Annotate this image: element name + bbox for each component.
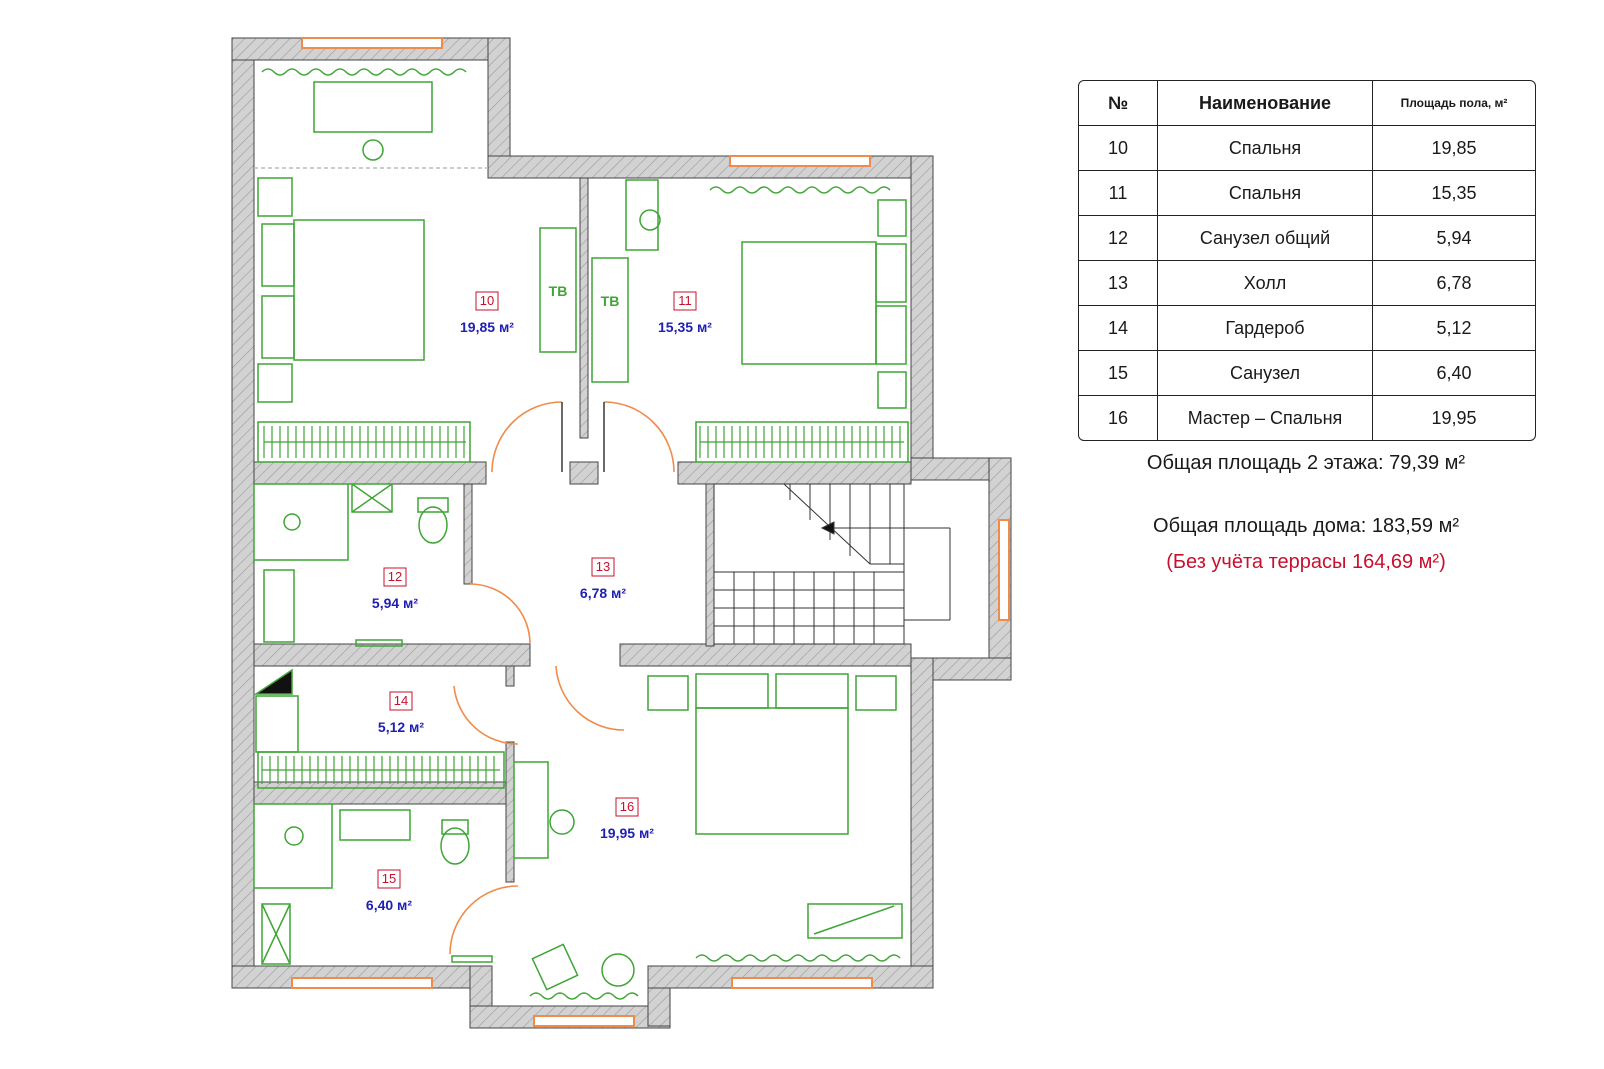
header-number: № bbox=[1079, 81, 1158, 126]
row-area: 15,35 bbox=[1372, 170, 1535, 216]
row-number: 12 bbox=[1079, 215, 1158, 261]
table-row: 14 Гардероб 5,12 bbox=[1079, 305, 1535, 351]
table-row: 16 Мастер – Спальня 19,95 bbox=[1079, 395, 1535, 440]
row-number: 14 bbox=[1079, 305, 1158, 351]
row-area: 6,78 bbox=[1372, 260, 1535, 306]
row-name: Санузел bbox=[1157, 350, 1373, 396]
table-row: 15 Санузел 6,40 bbox=[1079, 350, 1535, 396]
room-13-number: 13 bbox=[596, 559, 610, 574]
row-area: 6,40 bbox=[1372, 350, 1535, 396]
row-name: Холл bbox=[1157, 260, 1373, 306]
legend-header-row: № Наименование Площадь пола, м² bbox=[1079, 81, 1535, 126]
row-area: 19,85 bbox=[1372, 125, 1535, 171]
table-row: 13 Холл 6,78 bbox=[1079, 260, 1535, 306]
room-legend-table: № Наименование Площадь пола, м² 10 Спаль… bbox=[1078, 80, 1536, 441]
room-labels: 10 19,85 м² 11 15,35 м² 12 5,94 м² 13 6,… bbox=[366, 283, 712, 913]
room-11-number: 11 bbox=[678, 293, 692, 308]
house-total-area: Общая площадь дома: 183,59 м² bbox=[1153, 515, 1459, 537]
room-11-area: 15,35 м² bbox=[658, 319, 712, 335]
walls bbox=[231, 37, 1012, 1029]
table-row: 12 Санузел общий 5,94 bbox=[1079, 215, 1535, 261]
room-14-area: 5,12 м² bbox=[378, 719, 424, 735]
terrace-note: (Без учёта террасы 164,69 м²) bbox=[1166, 551, 1446, 573]
tv-label-room-10: ТВ bbox=[549, 283, 568, 299]
row-name: Гардероб bbox=[1157, 305, 1373, 351]
room-14-number: 14 bbox=[394, 693, 408, 708]
row-number: 16 bbox=[1079, 395, 1158, 440]
header-name: Наименование bbox=[1157, 81, 1373, 126]
row-area: 5,94 bbox=[1372, 215, 1535, 261]
row-name: Санузел общий bbox=[1157, 215, 1373, 261]
room-10-area: 19,85 м² bbox=[460, 319, 514, 335]
room-15-number: 15 bbox=[382, 871, 396, 886]
room-13-area: 6,78 м² bbox=[580, 585, 626, 601]
row-area: 5,12 bbox=[1372, 305, 1535, 351]
staircase bbox=[713, 483, 951, 645]
room-10-number: 10 bbox=[480, 293, 494, 308]
room-12-number: 12 bbox=[388, 569, 402, 584]
row-number: 15 bbox=[1079, 350, 1158, 396]
row-name: Спальня bbox=[1157, 170, 1373, 216]
row-number: 10 bbox=[1079, 125, 1158, 171]
header-area: Площадь пола, м² bbox=[1372, 81, 1535, 126]
floor-total-area: Общая площадь 2 этажа: 79,39 м² bbox=[1146, 452, 1466, 474]
row-number: 13 bbox=[1079, 260, 1158, 306]
row-area: 19,95 bbox=[1372, 395, 1535, 440]
room-12-area: 5,94 м² bbox=[372, 595, 418, 611]
table-row: 10 Спальня 19,85 bbox=[1079, 125, 1535, 171]
table-row: 11 Спальня 15,35 bbox=[1079, 170, 1535, 216]
room-15-area: 6,40 м² bbox=[366, 897, 412, 913]
wardrobe-hangers bbox=[261, 426, 904, 784]
room-16-number: 16 bbox=[620, 799, 634, 814]
tv-label-room-11: ТВ bbox=[601, 293, 620, 309]
room-16-area: 19,95 м² bbox=[600, 825, 654, 841]
furniture bbox=[253, 68, 909, 1000]
windows bbox=[291, 37, 1010, 1027]
row-name: Мастер – Спальня bbox=[1157, 395, 1373, 440]
doors bbox=[449, 401, 675, 955]
row-number: 11 bbox=[1079, 170, 1158, 216]
floor-plan: 10 19,85 м² 11 15,35 м² 12 5,94 м² 13 6,… bbox=[231, 37, 1012, 1029]
row-name: Спальня bbox=[1157, 125, 1373, 171]
